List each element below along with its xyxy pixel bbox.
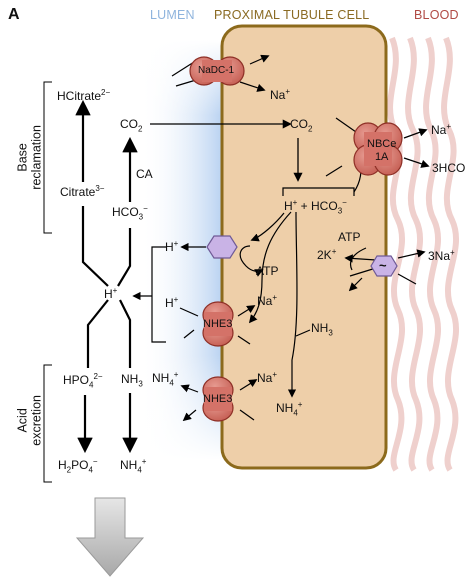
nadc1-label: NaDC-1 [198, 65, 235, 76]
hpo4-label: HPO42− [63, 372, 103, 390]
nh4-lumen-out-label: NH4+ [120, 457, 147, 475]
excretion-arrow [75, 497, 145, 577]
ca-label: CA [136, 167, 153, 181]
h2po4-label: H2PO4− [58, 457, 98, 475]
nh3-lumen-label: NH3 [121, 372, 143, 389]
acid-excretion-bracket [43, 364, 52, 483]
hco3-lumen-label: HCO3− [112, 204, 148, 222]
lumen-header: LUMEN [150, 8, 195, 22]
na3-blood-label: 3Na+ [428, 248, 455, 263]
panel-letter: A [8, 6, 20, 23]
na-nhe-top-label: Na+ [257, 293, 278, 308]
nhe3-bottom-transporter [202, 376, 234, 422]
na-k-atpase-symbol: ~ [379, 258, 387, 273]
na-nadc-label: Na+ [270, 87, 291, 102]
nh3-cell-label: NH3 [311, 321, 333, 338]
h-pump-label: H+ [165, 239, 179, 254]
h-nhe-label: H+ [165, 295, 179, 310]
nh4-cell-label: NH4+ [276, 400, 303, 418]
na-k-atpase-hexagon [370, 255, 398, 277]
h-center-label: H+ [104, 286, 118, 301]
base-reclamation-bracket [43, 81, 52, 234]
na-nhe-bottom-label: Na+ [257, 370, 278, 385]
cell-header: PROXIMAL TUBULE CELL [214, 8, 370, 22]
citrate-label: Citrate3− [60, 184, 105, 199]
atp-naK-label: ATP [338, 230, 361, 244]
blood-vessel-texture [387, 36, 459, 472]
h-atpase-hexagon [206, 235, 238, 259]
k-blood-label: 2K+ [317, 247, 337, 262]
nhe3-top-transporter [202, 301, 234, 347]
nhe3-bottom-label: NHE3 [203, 393, 233, 405]
nhe3-top-label: NHE3 [203, 318, 233, 330]
hco3-blood-label: 3HCO [432, 161, 466, 175]
nbce1a-transporter [353, 122, 403, 176]
co2-cell-label: CO2 [290, 117, 313, 134]
nadc1-transporter [189, 56, 245, 86]
blood-header: BLOOD [414, 8, 459, 22]
co2-lumen-label: CO2 [120, 117, 143, 134]
proximal-tubule-cell [220, 24, 388, 470]
na-nbce-label: Na+ [431, 122, 452, 137]
hcitrate-label: HCitrate2− [57, 88, 111, 103]
h-hco3-cell-label: H+ + HCO3− [284, 198, 347, 216]
nh4-lumen-in-label: NH4+ [152, 370, 179, 388]
atp-pump-label: ATP [256, 264, 279, 278]
